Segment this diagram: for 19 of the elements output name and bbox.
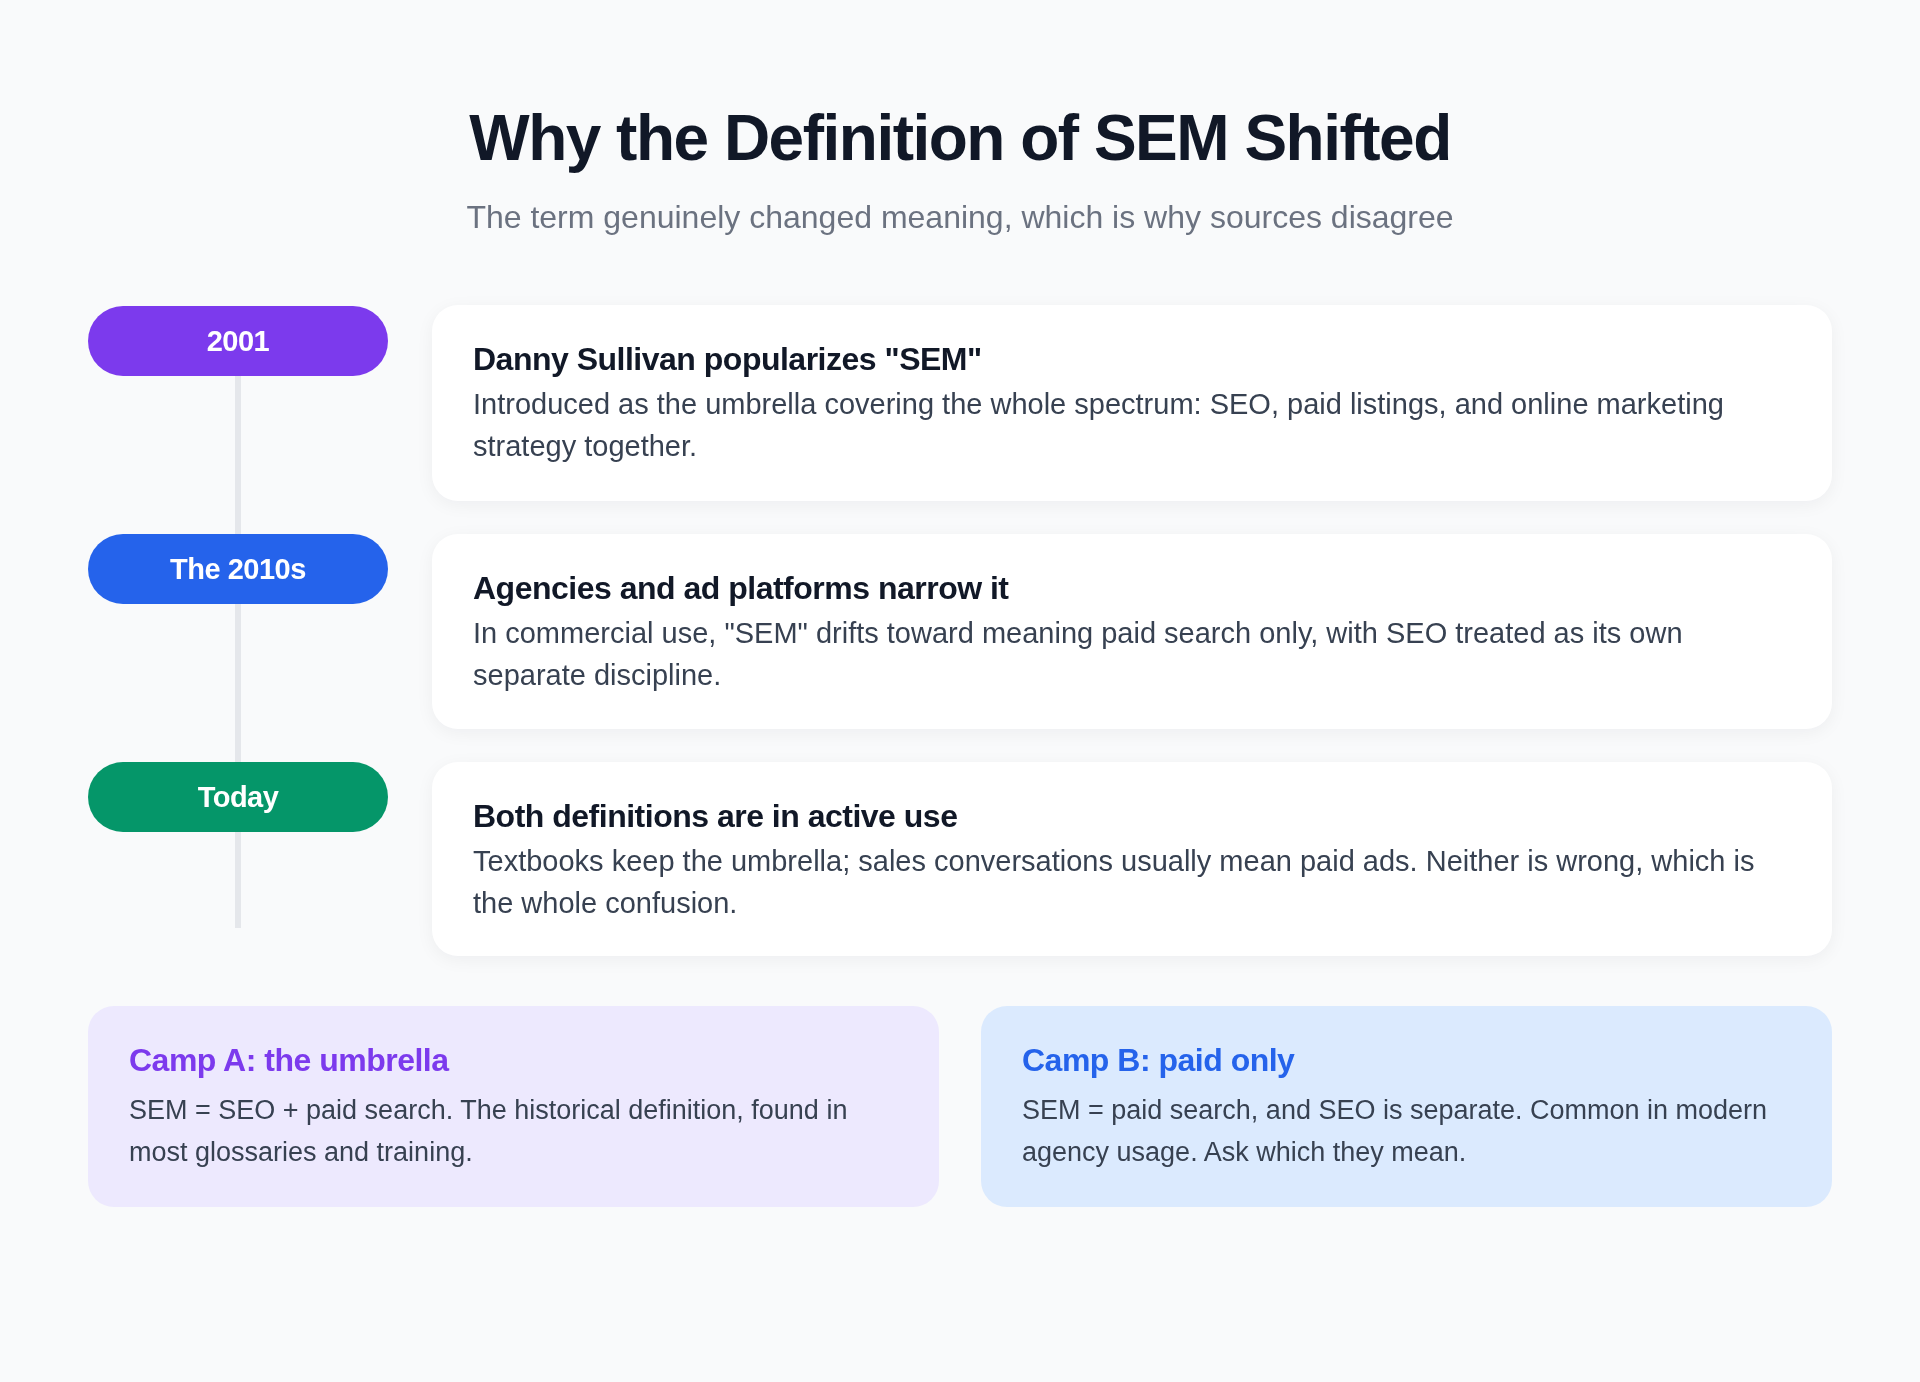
card-description: Introduced as the umbrella covering the whole spectrum: SEO, paid listings, and online marketing strategy together.: [473, 387, 1725, 464]
timeline-line: [235, 604, 241, 762]
year-pill: Today: [88, 762, 388, 832]
card-heading: Both definitions are in active use: [473, 797, 958, 835]
card-description: Textbooks keep the umbrella; sales conversations usually mean paid ads. Neither is wrong, which is the whole confusion.: [473, 844, 1756, 921]
title: Why the Definition of SEM Shifted: [469, 101, 1451, 176]
timeline-line: [235, 832, 241, 928]
card-description: In commercial use, "SEM" drifts toward meaning paid search only, with SEO treated as its own separate discipline.: [473, 616, 1684, 693]
timeline-line: [235, 376, 241, 534]
panel-heading: Camp A: the umbrella: [129, 1041, 449, 1079]
year-pill: The 2010s: [88, 534, 388, 604]
subtitle: The term genuinely changed meaning, which is why sources disagree: [466, 199, 1454, 235]
definition-panel: [981, 1006, 1832, 1207]
panel-heading: Camp B: paid only: [1022, 1041, 1295, 1079]
card-heading: Agencies and ad platforms narrow it: [473, 569, 1009, 607]
year-pill: 2001: [88, 306, 388, 376]
panel-description: SEM = SEO + paid search. The historical definition, found in most glossaries and training.: [129, 1094, 849, 1169]
card-heading: Danny Sullivan popularizes "SEM": [473, 340, 982, 378]
panel-description: SEM = paid search, and SEO is separate. Common in modern agency usage. Ask which they mean.: [1022, 1094, 1769, 1169]
